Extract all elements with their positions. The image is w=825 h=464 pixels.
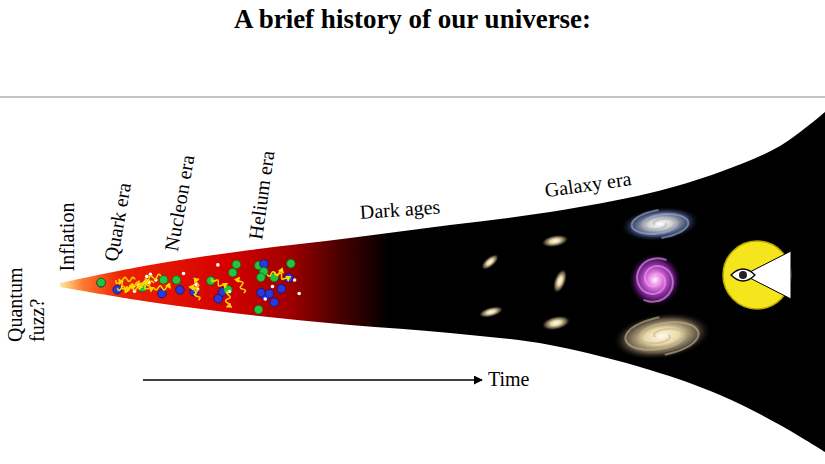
- spiral-arms: [625, 210, 698, 355]
- label-holder: Galaxy era: [543, 168, 632, 202]
- particle: [176, 286, 185, 295]
- spiral-arm: [637, 258, 666, 294]
- small-galaxies: [477, 233, 572, 333]
- particle: [228, 268, 237, 277]
- photon-wave: [267, 271, 283, 276]
- label-holder: Inflation: [57, 203, 79, 272]
- particle: [265, 289, 274, 298]
- particle: [277, 284, 286, 293]
- galaxy: [540, 233, 570, 250]
- spiral-galaxy: [628, 253, 682, 307]
- label-holder: Nucleon era: [161, 153, 199, 252]
- particle: [297, 292, 301, 296]
- particle: [254, 305, 263, 314]
- era-label: Nucleon era: [161, 153, 199, 252]
- era-label: Quark era: [100, 181, 135, 263]
- galaxy: [550, 267, 570, 296]
- eye-disc: [723, 241, 791, 309]
- particle: [97, 278, 106, 287]
- particle: [232, 260, 241, 269]
- title: A brief history of our universe:: [0, 4, 825, 35]
- universe-funnel: [60, 112, 825, 452]
- spiral-galaxy: [609, 306, 714, 365]
- time-arrow: [143, 379, 482, 381]
- photon-wave: [212, 278, 225, 287]
- particle: [214, 294, 223, 303]
- particle: [257, 288, 266, 297]
- photon-wave: [238, 278, 246, 293]
- particle: [172, 276, 181, 285]
- photon-group: [116, 271, 288, 307]
- eye-shape: [731, 269, 755, 281]
- era-label: Dark ages: [359, 196, 441, 223]
- photon-wave: [145, 274, 161, 280]
- spiral-arm: [625, 317, 684, 350]
- galaxy: [540, 313, 572, 333]
- spiral-galaxy: [618, 203, 701, 245]
- era-label: Helium era: [245, 149, 279, 241]
- photon-wave: [154, 286, 170, 290]
- particle: [271, 285, 275, 289]
- particle: [257, 273, 266, 282]
- era-label: Quantum fuzz?: [5, 252, 48, 342]
- large-galaxies: [609, 203, 714, 366]
- particle: [182, 272, 186, 276]
- photon-wave: [125, 286, 141, 290]
- particle: [263, 297, 267, 301]
- photon-wave: [131, 282, 147, 286]
- photon-wave: [226, 291, 231, 307]
- particle: [159, 276, 168, 285]
- title-holder: A brief history of our universe:: [0, 4, 825, 35]
- eye-pupil: [739, 271, 747, 279]
- spiral-arm: [644, 266, 673, 302]
- particle: [270, 298, 279, 307]
- galaxy: [477, 304, 505, 320]
- particle-group: [97, 259, 301, 314]
- label-holder: Quark era: [100, 181, 135, 263]
- particle: [216, 263, 220, 267]
- particle: [158, 289, 167, 298]
- observer-eye: [723, 241, 791, 309]
- label-holder: Helium era: [245, 149, 279, 241]
- particle: [97, 279, 106, 288]
- era-label: Galaxy era: [543, 168, 632, 202]
- particle: [145, 275, 149, 279]
- label-holder: Time: [488, 369, 530, 391]
- particle: [287, 259, 296, 268]
- spiral-arm: [632, 210, 677, 234]
- photon-wave: [193, 279, 198, 294]
- photon-wave: [275, 272, 288, 281]
- rule-line: [0, 97, 825, 98]
- label-holder: Dark ages: [359, 196, 441, 223]
- era-label: Inflation: [57, 203, 79, 272]
- galaxy: [478, 251, 501, 273]
- photon-wave: [119, 277, 135, 281]
- era-label: Time: [488, 369, 530, 391]
- label-holder: Quantum fuzz?: [5, 252, 48, 342]
